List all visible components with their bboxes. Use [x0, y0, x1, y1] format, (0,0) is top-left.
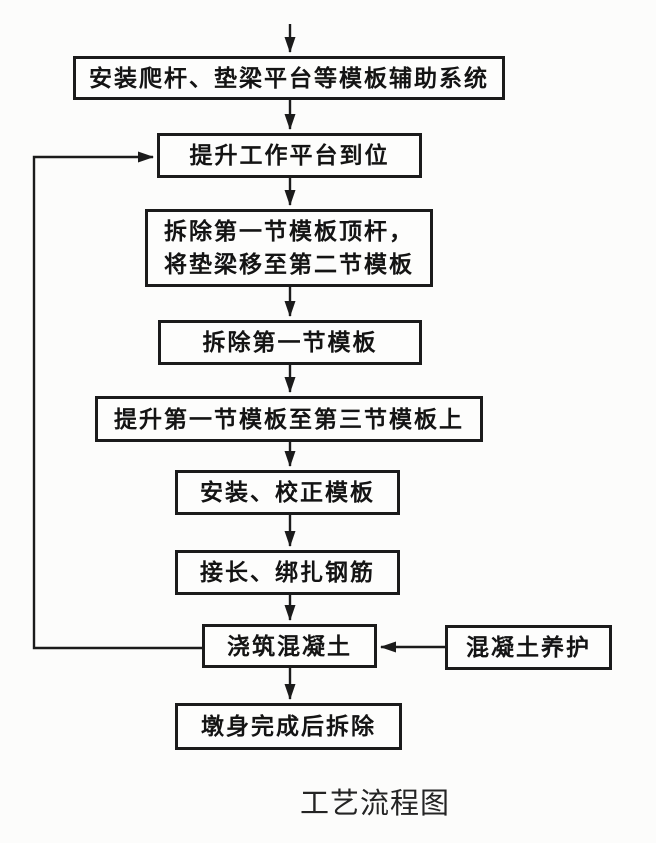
flow-node-remove-after-pier-complete: 墩身完成后拆除 — [175, 703, 402, 750]
flow-node-concrete-curing: 混凝土养护 — [445, 625, 612, 670]
flow-node-lift-work-platform: 提升工作平台到位 — [157, 133, 422, 178]
flow-node-remove-first-section-form: 拆除第一节模板 — [158, 320, 422, 365]
flow-node-extend-tie-rebar: 接长、绑扎钢筋 — [175, 550, 400, 595]
flow-node-install-adjust-form: 安装、校正模板 — [175, 470, 400, 515]
diagram-caption: 工艺流程图 — [300, 788, 451, 820]
loopback-connector-pour-to-lift-platform — [32, 151, 203, 650]
flow-node-pour-concrete: 浇筑混凝土 — [202, 624, 377, 668]
flow-node-install-aux-system: 安装爬杆、垫梁平台等模板辅助系统 — [73, 56, 505, 100]
flow-node-remove-first-section-top-rod: 拆除第一节模板顶杆， 将垫梁移至第二节模板 — [145, 209, 433, 287]
flow-node-lift-first-section-form: 提升第一节模板至第三节模板上 — [95, 396, 483, 442]
